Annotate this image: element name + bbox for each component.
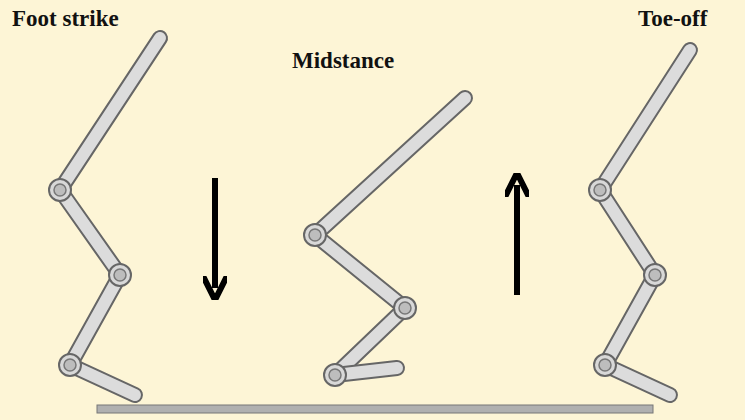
leg-segment-fill [60,38,160,190]
joint-inner [309,229,321,241]
phase-label: Midstance [292,48,394,73]
leg-segment [600,50,690,190]
down-arrow [212,178,218,288]
leg-segment [70,275,120,365]
joint-inner [594,184,606,196]
leg-segment-fill [600,50,690,190]
leg-segment [600,190,655,275]
joint-inner [399,302,411,314]
leg-segment [315,98,465,235]
leg-segment [60,38,160,190]
up-arrow [514,185,520,295]
joint [49,179,71,201]
joint-inner [54,184,66,196]
joint [589,179,611,201]
leg-segment-fill [315,98,465,235]
leg-segment-fill [70,275,120,365]
leg-segment [605,275,655,365]
joint [644,264,666,286]
leg-segment-fill [335,308,405,375]
leg-segment [315,235,405,308]
leg-segment [335,308,405,375]
leg-segment-fill [605,275,655,365]
joint-inner [329,369,341,381]
joint [324,364,346,386]
joint-inner [64,359,76,371]
joint-inner [114,269,126,281]
leg-segment-fill [315,235,405,308]
joint [394,297,416,319]
joint-inner [599,359,611,371]
joint [594,354,616,376]
leg-figure [304,98,465,386]
leg-figure [589,50,690,395]
leg-segment-fill [60,190,120,275]
leg-segment [60,190,120,275]
joint [304,224,326,246]
phase-label: Foot strike [12,6,119,31]
joint-inner [649,269,661,281]
phase-label: Toe-off [638,6,707,31]
joint [109,264,131,286]
joint [59,354,81,376]
leg-figure [49,38,160,395]
leg-segment-fill [600,190,655,275]
ground-bar [97,405,653,413]
